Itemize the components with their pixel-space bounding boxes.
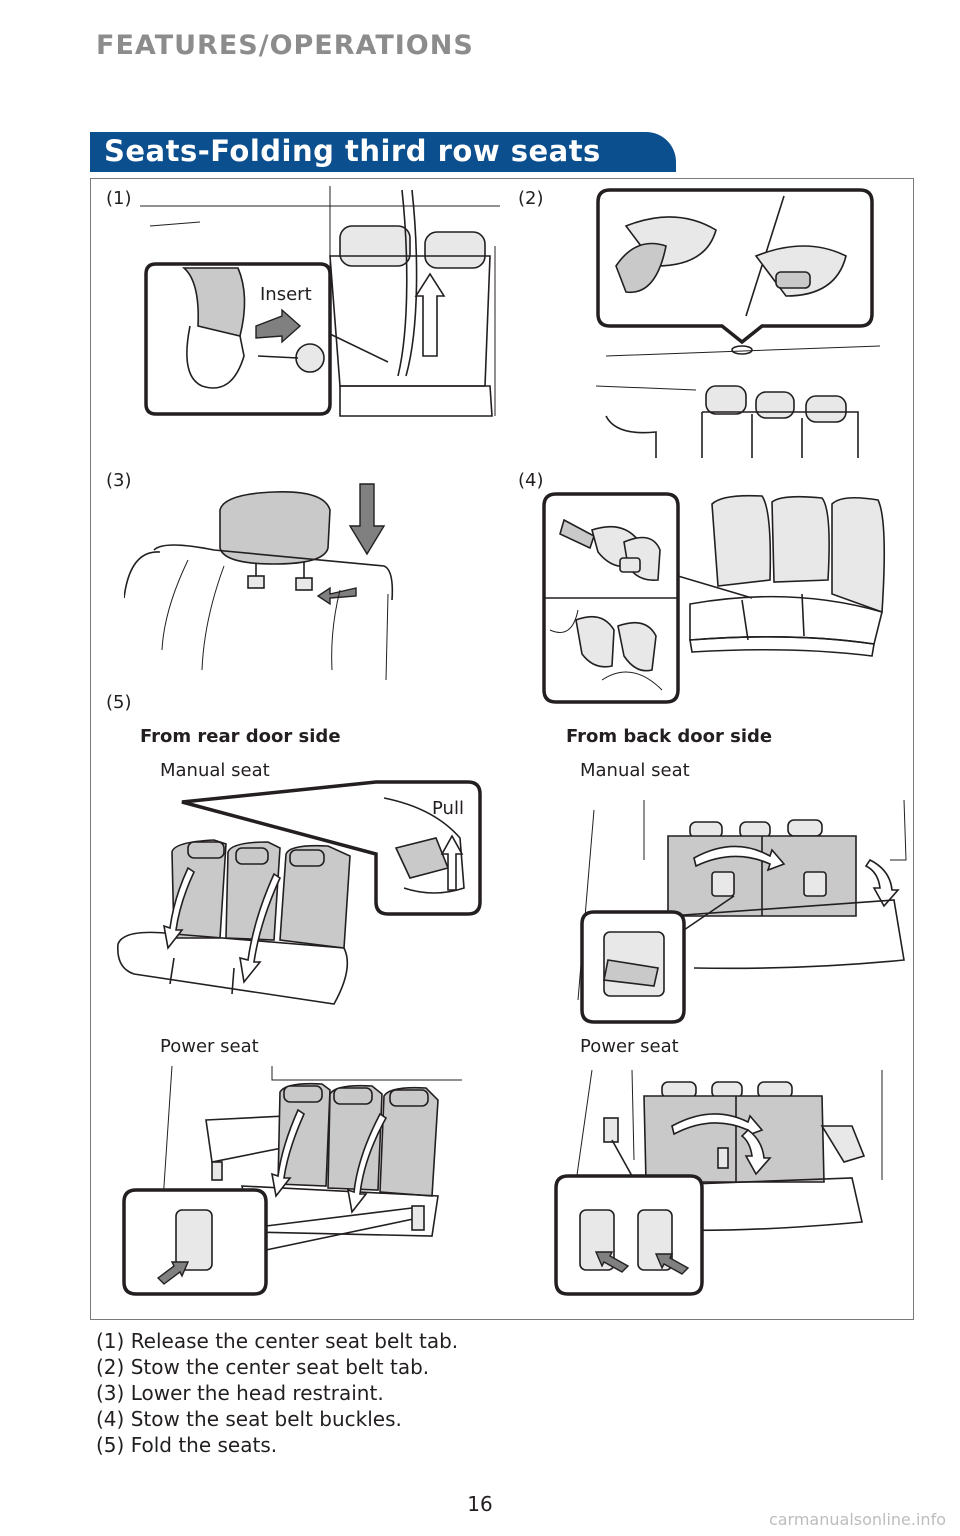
step-1-label: (1) xyxy=(106,188,132,209)
power-seat-rear-door-illustration xyxy=(122,1066,462,1296)
release-belt-tab-illustration xyxy=(140,186,500,417)
step-5-label: (5) xyxy=(106,692,132,713)
step-2-label: (2) xyxy=(518,188,544,209)
instruction-3: (3) Lower the head restraint. xyxy=(96,1381,384,1405)
from-back-door-side-heading: From back door side xyxy=(566,726,773,747)
power-seat-label-rear: Power seat xyxy=(160,1036,259,1057)
section-header: FEATURES/OPERATIONS xyxy=(96,30,474,61)
instruction-2: (2) Stow the center seat belt tab. xyxy=(96,1355,430,1379)
manual-seat-label-rear: Manual seat xyxy=(160,760,270,781)
from-rear-door-side-heading: From rear door side xyxy=(140,726,341,747)
stow-belt-buckles-illustration xyxy=(542,492,886,704)
pull-callout: Pull xyxy=(432,798,464,819)
manual-seat-rear-door-illustration xyxy=(117,780,482,1005)
illustration-frame xyxy=(90,178,914,1320)
manual-seat-back-door-illustration xyxy=(577,800,907,1024)
instruction-4: (4) Stow the seat belt buckles. xyxy=(96,1407,402,1431)
instruction-5: (5) Fold the seats. xyxy=(96,1433,278,1457)
power-seat-label-back: Power seat xyxy=(580,1036,679,1057)
section-title: Seats-Folding third row seats xyxy=(104,134,601,168)
step-3-label: (3) xyxy=(106,470,132,491)
manual-seat-label-back: Manual seat xyxy=(580,760,690,781)
step-4-label: (4) xyxy=(518,470,544,491)
page-number: 16 xyxy=(467,1492,493,1516)
instructions-list: (1) Release the center seat belt tab. (2… xyxy=(96,1328,458,1458)
watermark: carmanualsonline.info xyxy=(768,1510,946,1529)
lower-head-restraint-illustration xyxy=(124,483,394,680)
power-seat-back-door-illustration xyxy=(554,1070,883,1296)
insert-callout: Insert xyxy=(260,284,312,305)
section-title-tab xyxy=(90,132,676,172)
stow-belt-tab-illustration xyxy=(596,188,880,458)
instruction-1: (1) Release the center seat belt tab. xyxy=(96,1329,459,1353)
